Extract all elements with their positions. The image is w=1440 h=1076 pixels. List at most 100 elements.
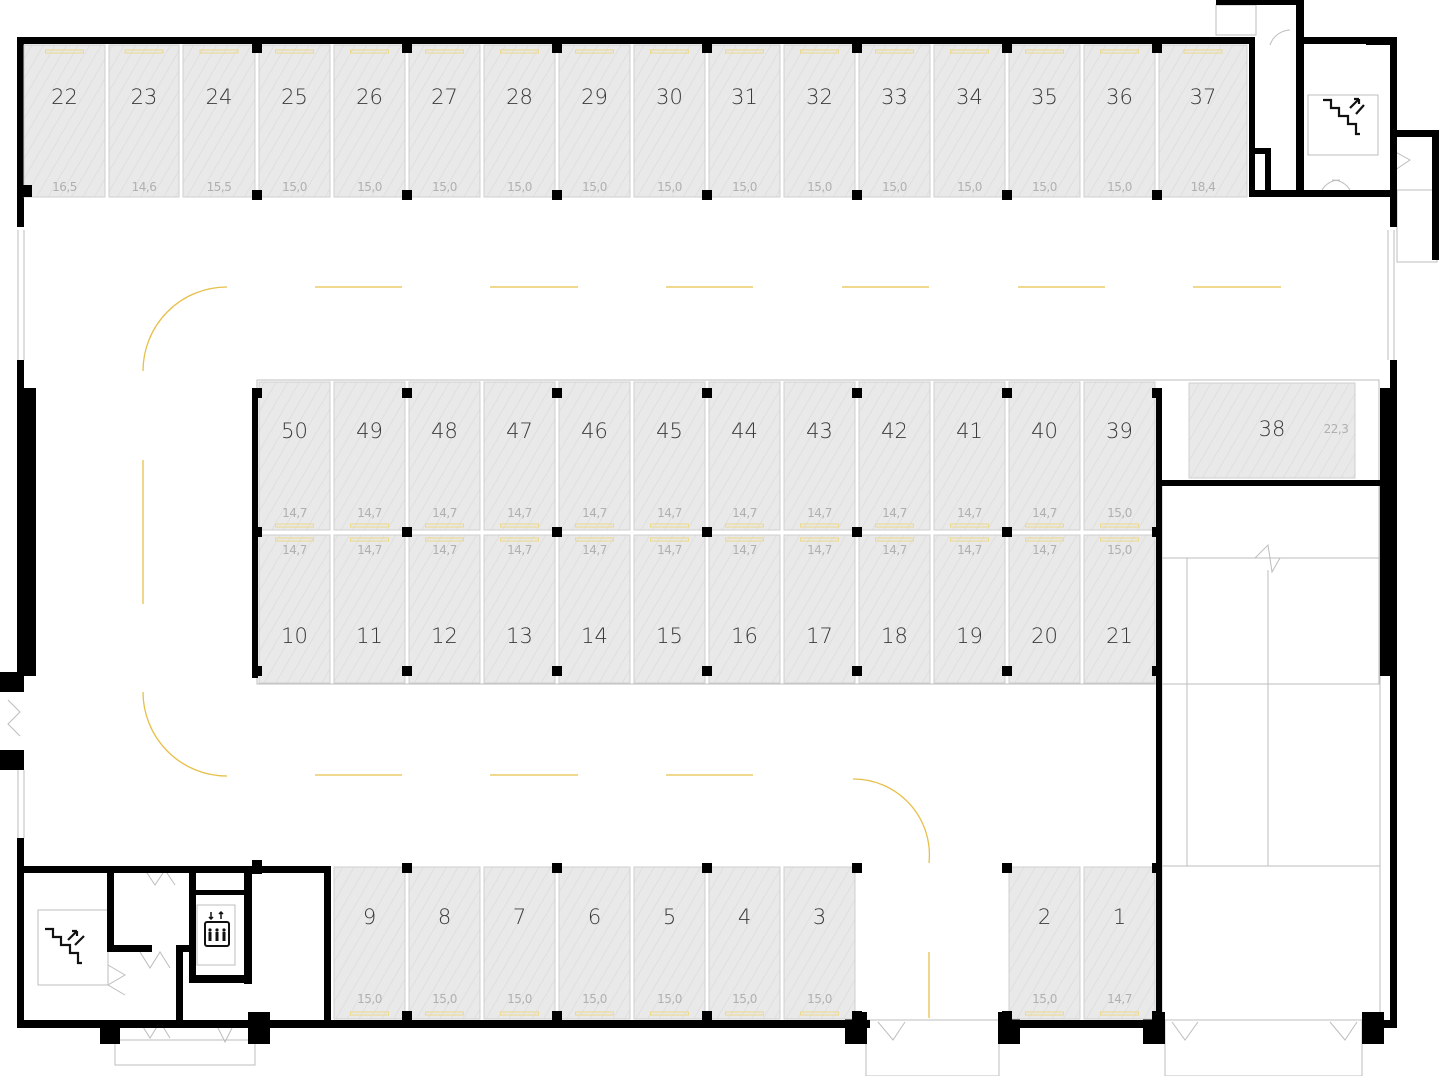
spot-marking	[875, 537, 914, 542]
spot-marking	[350, 537, 389, 542]
spot-area-fill	[408, 381, 481, 531]
spot-marking	[199, 49, 239, 54]
spot-number: 4	[738, 905, 751, 929]
parking-spot-4[interactable]: 415,0	[708, 866, 781, 1020]
spot-number: 22	[51, 85, 78, 109]
spot-area-fill	[858, 44, 931, 198]
spot-area: 15,0	[432, 180, 457, 194]
spot-area: 15,0	[357, 180, 382, 194]
spot-number: 42	[881, 419, 908, 443]
spot-area: 15,0	[1032, 180, 1057, 194]
parking-spot-3[interactable]: 315,0	[783, 866, 856, 1020]
spot-number: 31	[731, 85, 758, 109]
spot-area: 15,0	[507, 992, 532, 1006]
spot-number: 27	[431, 85, 458, 109]
spot-area: 14,7	[357, 506, 382, 520]
spot-area: 15,0	[732, 180, 757, 194]
spot-number: 46	[581, 419, 608, 443]
parking-spot-8[interactable]: 815,0	[408, 866, 481, 1020]
column	[1152, 43, 1162, 53]
spot-number: 21	[1106, 624, 1133, 648]
parking-spot-7[interactable]: 715,0	[483, 866, 556, 1020]
column	[852, 666, 862, 676]
spot-area-fill	[1083, 534, 1156, 684]
spot-marking	[875, 523, 914, 528]
parking-spot-27[interactable]: 27 15,0	[408, 44, 481, 198]
parking-spot-9[interactable]: 915,0	[333, 866, 406, 1020]
spot-number: 15	[656, 624, 683, 648]
column	[252, 190, 262, 200]
elevator-icon	[204, 910, 230, 947]
spot-marking	[575, 537, 614, 542]
column	[252, 388, 262, 398]
spot-area: 15,0	[1032, 992, 1057, 1006]
parking-spot-6[interactable]: 615,0	[558, 866, 631, 1020]
spot-area: 14,7	[732, 543, 757, 557]
spot-area: 15,5	[207, 180, 232, 194]
spot-area-fill	[783, 534, 856, 684]
spot-number: 36	[1106, 85, 1133, 109]
spot-area-fill	[633, 534, 706, 684]
spot-area-fill	[558, 381, 631, 531]
spot-area-fill	[1083, 866, 1156, 1020]
spot-area: 14,7	[282, 543, 307, 557]
parking-spot-1[interactable]: 114,7	[1083, 866, 1156, 1020]
column	[1152, 190, 1162, 200]
spot-number: 37	[1190, 85, 1217, 109]
spot-area-fill	[108, 44, 180, 198]
spot-number: 43	[806, 419, 833, 443]
spot-area-fill	[483, 534, 556, 684]
column	[1002, 863, 1012, 873]
spot-area-fill	[408, 534, 481, 684]
parking-spot-31[interactable]: 31 15,0	[708, 44, 781, 198]
spot-marking	[1025, 49, 1064, 54]
parking-spot-5[interactable]: 515,0	[633, 866, 706, 1020]
parking-spot-2[interactable]: 215,0	[1008, 866, 1081, 1020]
spot-area: 14,7	[582, 543, 607, 557]
spot-area-fill	[783, 381, 856, 531]
spot-number: 40	[1031, 419, 1058, 443]
spot-area: 14,7	[657, 506, 682, 520]
spot-area: 15,0	[582, 992, 607, 1006]
